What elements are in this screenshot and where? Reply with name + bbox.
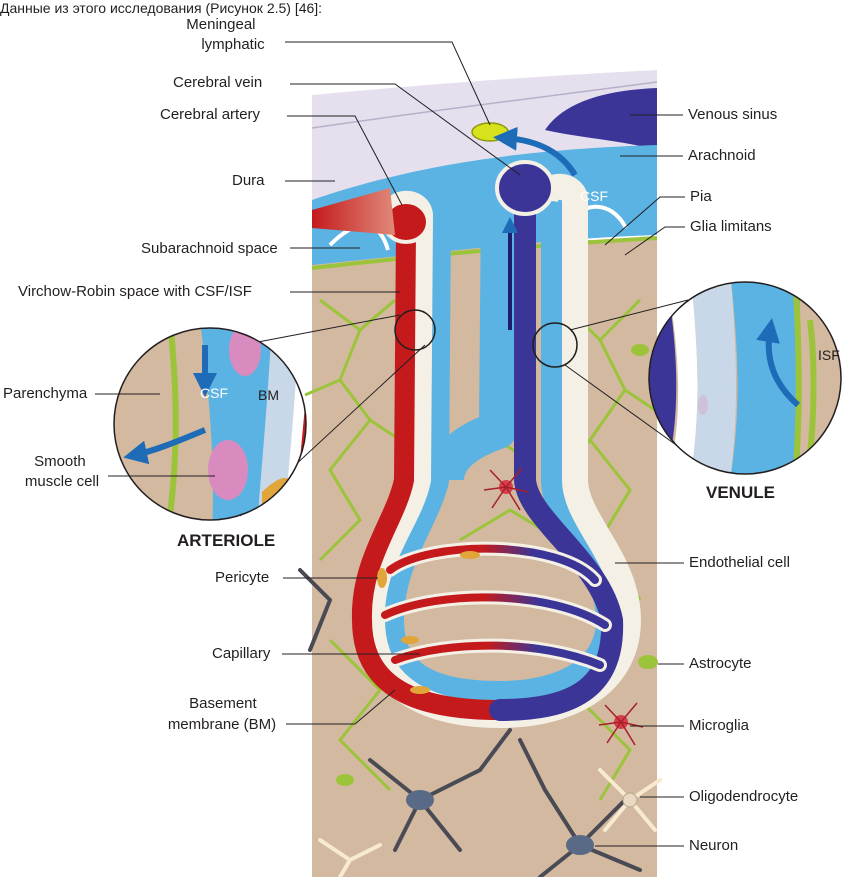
caption: Данные из этого исследования (Рисунок 2.… [0, 0, 322, 16]
parenchyma-label: Parenchyma [3, 385, 88, 402]
inset-bm-label: BM [258, 387, 279, 403]
oligodendrocyte-label: Oligodendrocyte [689, 788, 798, 805]
glia-limitans-label: Glia limitans [690, 218, 772, 235]
meningeal-lymphatic-vessel [472, 123, 508, 141]
pia-label: Pia [690, 188, 712, 205]
dura-label: Dura [232, 172, 265, 189]
basement-membrane-label: Basement membrane (BM) [168, 695, 276, 733]
arteriole-title: ARTERIOLE [177, 531, 275, 550]
arachnoid-label: Arachnoid [688, 147, 756, 164]
virchow-robin-label: Virchow-Robin space with CSF/ISF [18, 283, 252, 300]
astrocyte-cell [638, 655, 658, 669]
venous-sinus-label: Venous sinus [688, 106, 777, 123]
venule-title: VENULE [706, 483, 775, 502]
capillary-label: Capillary [212, 645, 271, 662]
smooth-muscle-label: Smooth muscle cell [25, 453, 99, 490]
neuron-label: Neuron [689, 837, 738, 854]
meningeal-lymphatic-label: Meningeal lymphatic [186, 16, 265, 53]
subarachnoid-space-label: Subarachnoid space [141, 240, 278, 257]
microglia-label: Microglia [689, 717, 750, 734]
astrocyte-label: Astrocyte [689, 655, 752, 672]
venule-inset: ISF [640, 270, 847, 490]
arteriole-inset: CSF BM [100, 320, 330, 540]
pericyte-cell [377, 568, 387, 588]
smooth-muscle-cell [229, 324, 261, 376]
pericyte-label: Pericyte [215, 569, 269, 586]
cerebral-artery-label: Cerebral artery [160, 106, 261, 123]
endothelial-cell-label: Endothelial cell [689, 554, 790, 571]
csf-top-label: CSF [580, 188, 608, 204]
cerebral-vein-label: Cerebral vein [173, 74, 262, 91]
inset-isf-label: ISF [818, 347, 840, 363]
inset-csf-label: CSF [200, 385, 228, 401]
